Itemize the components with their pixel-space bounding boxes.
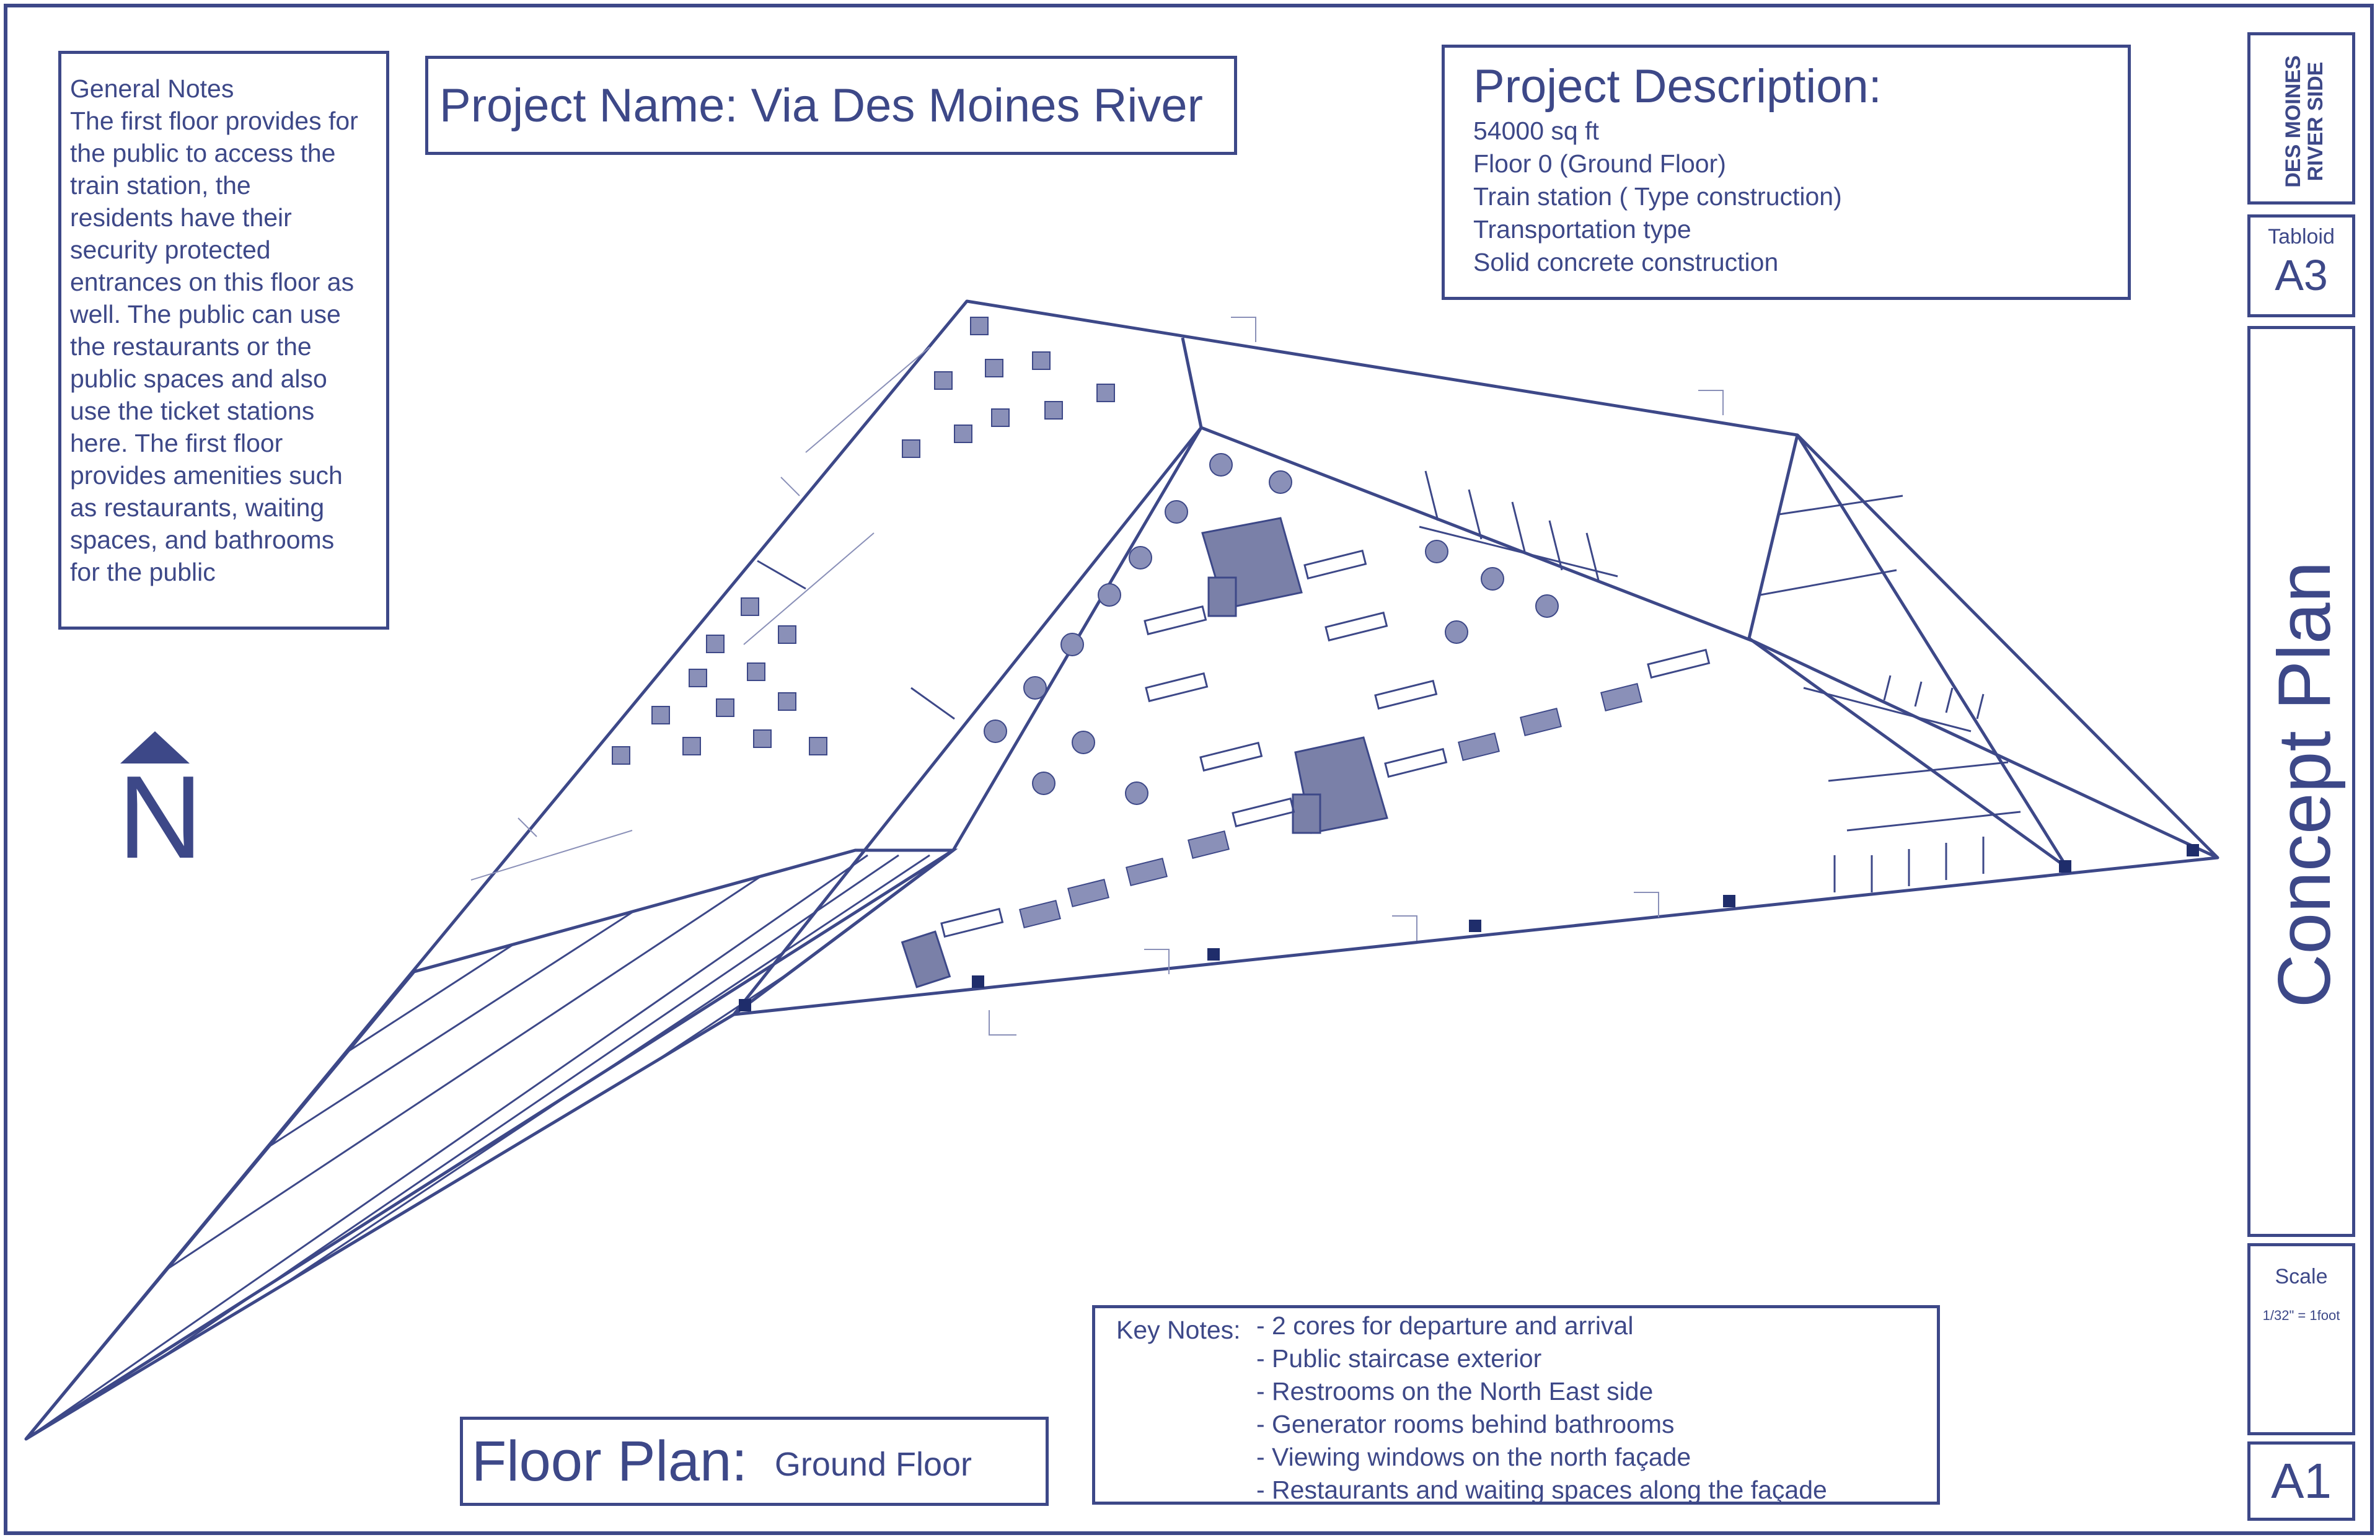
title-block-logo: DES MOINES RIVER SIDE <box>2247 32 2355 205</box>
general-notes-line: well. The public can use <box>70 300 341 328</box>
general-notes-line: residents have their <box>70 203 292 232</box>
logo-line-1: DES MOINES <box>2281 55 2305 188</box>
paper-label: Tabloid <box>2268 225 2335 249</box>
north-arrow-icon: N <box>118 731 203 883</box>
key-note-item: - Viewing windows on the north façade <box>1256 1443 1691 1471</box>
doors-windows <box>470 317 1724 1036</box>
waiting-area-tables <box>984 453 1559 805</box>
waiting-benches <box>940 549 1711 938</box>
key-notes-list: - 2 cores for departure and arrival - Pu… <box>1256 1309 1827 1507</box>
floor-plan-title-box: Floor Plan: Ground Floor <box>460 1417 1049 1506</box>
general-notes-line: The first floor provides for <box>70 107 358 135</box>
project-description-line: Solid concrete construction <box>1473 248 1779 276</box>
north-arrow-head-icon <box>120 731 190 763</box>
sheet-number: A1 <box>2271 1453 2332 1508</box>
general-notes-line: use the ticket stations <box>70 397 315 425</box>
paper-size-box: Tabloid A3 <box>2247 214 2355 317</box>
entry-wall <box>1181 337 1203 428</box>
north-label: N <box>118 752 203 883</box>
scale-value: 1/32" = 1foot <box>2262 1308 2340 1323</box>
general-notes-line: here. The first floor <box>70 429 283 457</box>
key-notes-label: Key Notes: <box>1116 1316 1241 1344</box>
key-note-item: - Generator rooms behind bathrooms <box>1256 1410 1675 1438</box>
office-wing-diagonal <box>1748 636 2068 869</box>
key-note-item: - Restrooms on the North East side <box>1256 1377 1654 1406</box>
general-notes-line: as restaurants, waiting <box>70 493 325 522</box>
key-note-item: - 2 cores for departure and arrival <box>1256 1311 1634 1340</box>
office-wing-wall <box>1747 434 1799 639</box>
floor-name: Ground Floor <box>774 1446 972 1483</box>
key-notes-box: Key Notes: - 2 cores for departure and a… <box>1092 1305 1940 1505</box>
general-notes-line: for the public <box>70 558 216 586</box>
scale-box: Scale 1/32" = 1foot <box>2247 1243 2355 1435</box>
staircase-outline <box>25 848 958 1441</box>
structural-columns <box>739 844 2199 1011</box>
scale-label: Scale <box>2275 1265 2328 1288</box>
stair-divider-2 <box>910 687 955 720</box>
restroom-partitions <box>1419 470 2021 892</box>
general-notes-box: General Notes The first floor provides f… <box>58 51 389 630</box>
project-description-line: Floor 0 (Ground Floor) <box>1473 149 1726 178</box>
office-wing-east-wall <box>1796 434 2069 869</box>
project-name-box: Project Name: Via Des Moines River <box>425 56 1237 155</box>
sheet-title: Concept Plan <box>2263 561 2346 1008</box>
project-description-line: 54000 sq ft <box>1473 117 1599 145</box>
restaurant-tables <box>612 317 1115 765</box>
general-notes-line: security protected <box>70 235 271 264</box>
general-notes-line: provides amenities such <box>70 461 343 490</box>
floor-plan-label: Floor Plan: <box>472 1429 747 1493</box>
project-description-line: Train station ( Type construction) <box>1473 182 1842 211</box>
key-note-item: - Public staircase exterior <box>1256 1344 1542 1373</box>
exterior-staircase-hatch <box>26 850 953 1439</box>
ticket-desks <box>1019 682 1642 929</box>
departure-arrival-cores <box>901 517 1388 988</box>
paper-size: A3 <box>2275 251 2328 299</box>
sheet-number-box: A1 <box>2247 1441 2355 1521</box>
project-description-line: Transportation type <box>1473 215 1691 244</box>
key-note-item: - Restaurants and waiting spaces along t… <box>1256 1476 1827 1504</box>
project-name: Project Name: Via Des Moines River <box>439 79 1203 132</box>
logo-line-2: RIVER SIDE <box>2304 61 2327 182</box>
general-notes-line: train station, the <box>70 171 251 200</box>
general-notes-line: spaces, and bathrooms <box>70 526 335 554</box>
project-description-box: Project Description: 54000 sq ft Floor 0… <box>1442 45 2131 300</box>
sheet-title-box: Concept Plan <box>2247 326 2355 1237</box>
drawing-sheet-border <box>4 4 2374 1535</box>
project-description-heading: Project Description: <box>1473 60 1882 113</box>
stair-divider <box>757 560 806 590</box>
general-notes-line: the restaurants or the <box>70 332 312 361</box>
general-notes-line: entrances on this floor as <box>70 268 355 296</box>
general-notes-line: the public to access the <box>70 139 336 167</box>
general-notes-line: public spaces and also <box>70 364 327 393</box>
inner-concourse-wall <box>733 426 2219 1016</box>
general-notes-line: General Notes <box>70 74 234 103</box>
